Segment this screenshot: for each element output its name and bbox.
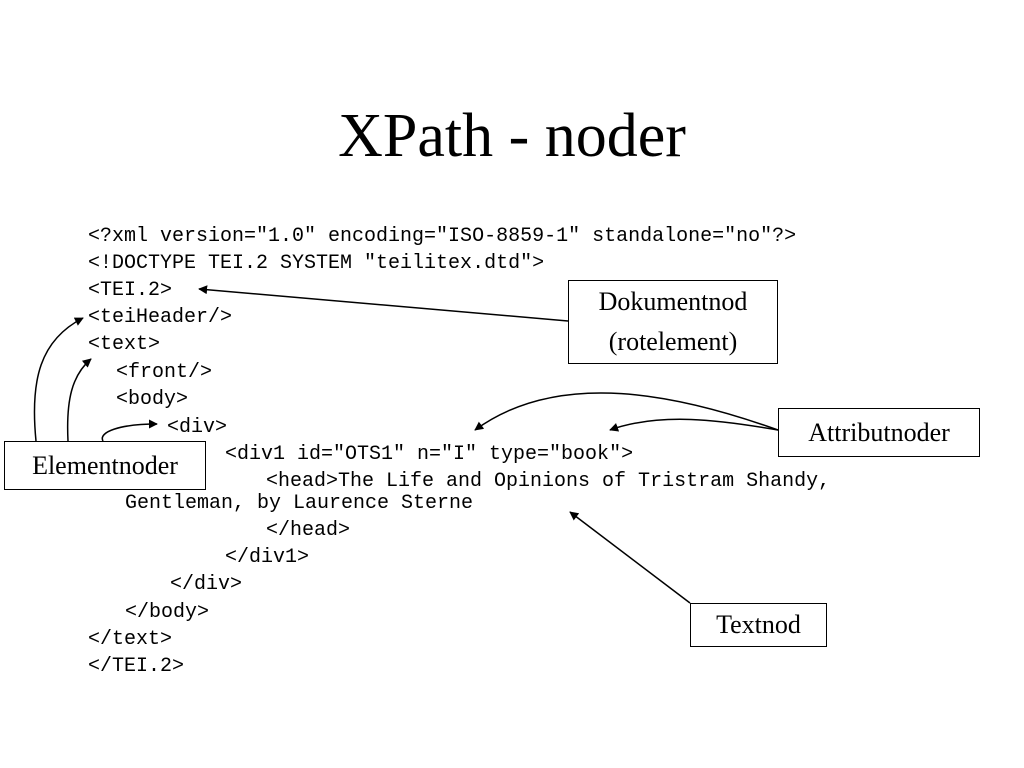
code-line-head-text: Gentleman, by Laurence Sterne (125, 492, 474, 515)
arrow-attributnoder-to-type (609, 418, 779, 432)
arrow-dokumentnod-to-tei (198, 285, 569, 322)
arrow-elementnoder-to-div (101, 419, 158, 442)
code-line-div-close: </div> (170, 573, 243, 596)
arrow-elementnoder-to-text (66, 358, 92, 442)
code-line-teiheader: <teiHeader/> (88, 306, 233, 329)
slide-title: XPath - noder (338, 102, 686, 170)
code-line-text-close: </text> (88, 628, 173, 651)
code-line-head-open: <head>The Life and Opinions of Tristram … (266, 470, 831, 493)
code-line-tei-open: <TEI.2> (88, 279, 173, 302)
code-line-head-close: </head> (266, 519, 351, 542)
attributnoder-label: Attributnoder (778, 408, 980, 457)
dokumentnod-label-line2: (rotelement) (608, 327, 738, 356)
code-line-front: <front/> (116, 361, 213, 384)
code-line-div-open: <div> (167, 416, 228, 439)
arrow-textnod-to-text (569, 511, 691, 604)
code-line-xml-declaration: <?xml version="1.0" encoding="ISO-8859-1… (88, 225, 797, 248)
code-line-div1-open: <div1 id="OTS1" n="I" type="book"> (225, 443, 634, 466)
code-line-text-open: <text> (88, 333, 161, 356)
textnod-label: Textnod (690, 603, 827, 647)
arrow-elementnoder-to-teiheader (33, 317, 84, 442)
code-line-doctype: <!DOCTYPE TEI.2 SYSTEM "teilitex.dtd"> (88, 252, 545, 275)
code-line-tei-close: </TEI.2> (88, 655, 185, 678)
dokumentnod-label-line1: Dokumentnod (598, 287, 748, 316)
elementnoder-label: Elementnoder (4, 441, 206, 490)
code-line-div1-close: </div1> (225, 546, 310, 569)
arrow-attributnoder-to-id (474, 392, 779, 431)
code-line-body-open: <body> (116, 388, 189, 411)
code-line-body-close: </body> (125, 601, 210, 624)
dokumentnod-label: Dokumentnod (rotelement) (568, 280, 778, 364)
